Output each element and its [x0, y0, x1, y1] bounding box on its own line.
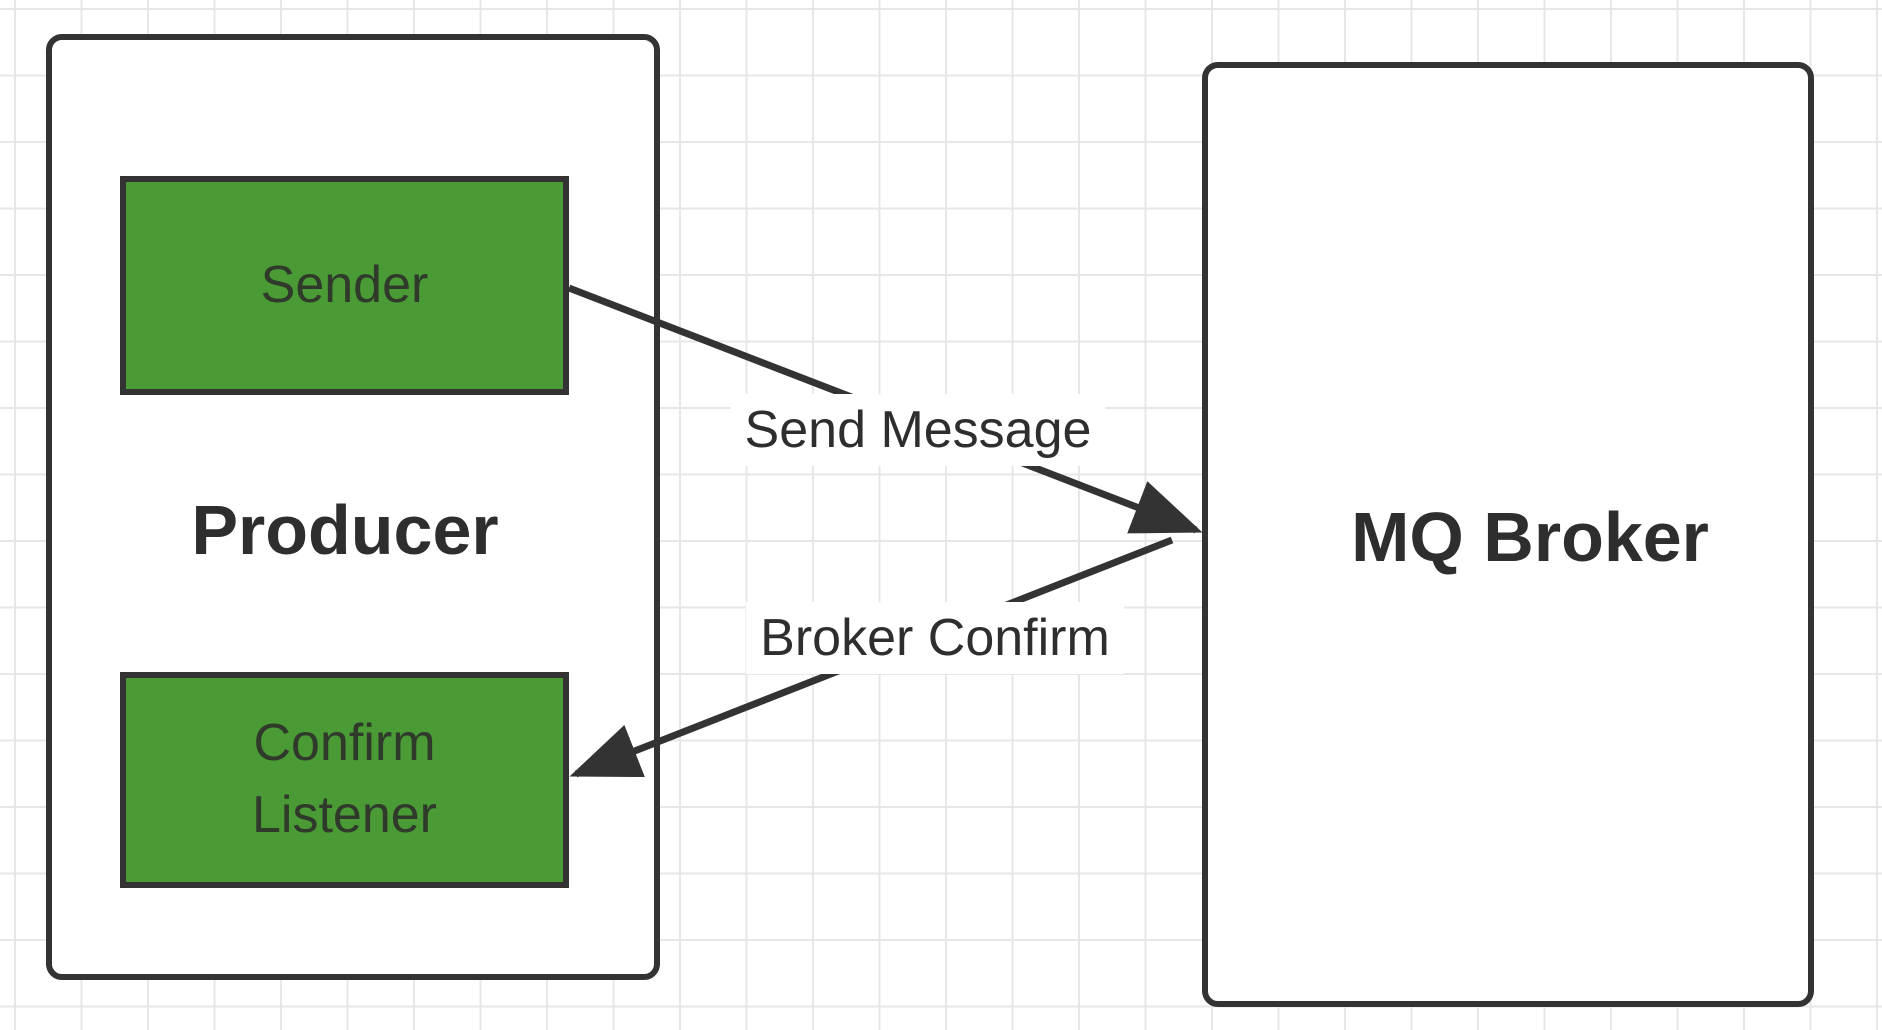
sender-node[interactable]: Sender — [120, 176, 569, 395]
producer-label: Producer — [191, 491, 499, 569]
mq-broker-container[interactable] — [1202, 62, 1814, 1007]
mq-broker-label: MQ Broker — [1351, 498, 1709, 576]
confirm-listener-line1: Confirm — [253, 714, 436, 773]
sender-label: Sender — [260, 255, 429, 314]
send-message-label: Send Message — [730, 394, 1106, 466]
confirm-listener-line2: Listener — [252, 786, 437, 844]
confirm-listener-node[interactable]: Confirm Listener — [120, 672, 569, 888]
broker-confirm-label: Broker Confirm — [746, 602, 1124, 674]
confirm-listener-label: Confirm Listener — [252, 708, 437, 852]
